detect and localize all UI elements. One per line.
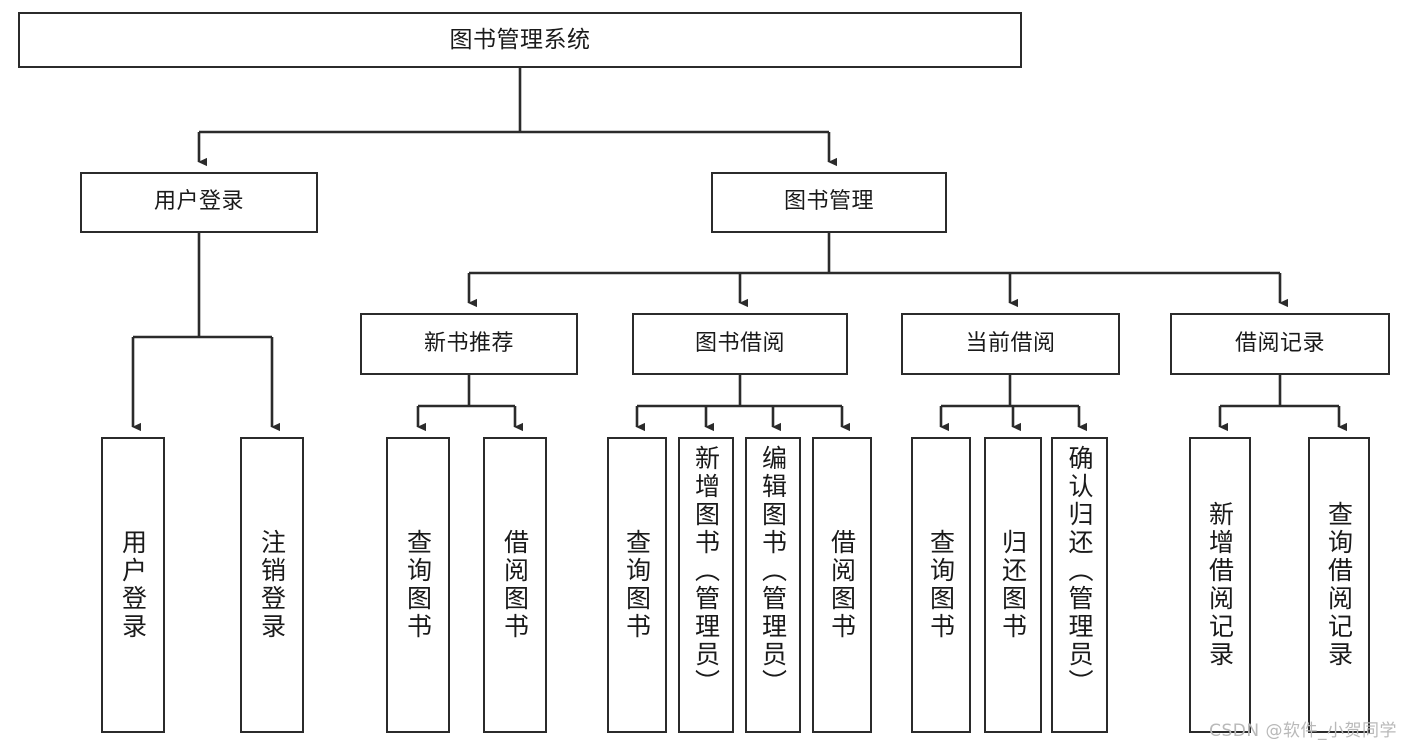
node-leaf-query-book-2[interactable]: 查询图书 bbox=[607, 437, 667, 733]
node-book-borrow[interactable]: 图书借阅 bbox=[632, 313, 848, 375]
node-borrow-record-label: 借阅记录 bbox=[1234, 330, 1325, 356]
node-leaf-user-logout[interactable]: 注销登录 bbox=[240, 437, 304, 733]
node-borrow-record[interactable]: 借阅记录 bbox=[1170, 313, 1390, 375]
node-leaf-return-book[interactable]: 归还图书 bbox=[984, 437, 1042, 733]
node-leaf-query-book-1-label: 查询图书 bbox=[403, 529, 433, 641]
node-root[interactable]: 图书管理系统 bbox=[18, 12, 1022, 68]
node-book-manage[interactable]: 图书管理 bbox=[711, 172, 947, 233]
node-current-borrow[interactable]: 当前借阅 bbox=[901, 313, 1120, 375]
node-leaf-user-login-label: 用户登录 bbox=[118, 529, 148, 641]
node-leaf-query-book-2-label: 查询图书 bbox=[622, 529, 652, 641]
node-new-book-recommend[interactable]: 新书推荐 bbox=[360, 313, 578, 375]
node-new-book-recommend-label: 新书推荐 bbox=[423, 330, 514, 356]
node-leaf-user-logout-label: 注销登录 bbox=[257, 529, 287, 641]
node-leaf-query-book-3[interactable]: 查询图书 bbox=[911, 437, 971, 733]
node-leaf-edit-book[interactable]: 编辑图书（管理员） bbox=[745, 437, 801, 733]
node-user-login[interactable]: 用户登录 bbox=[80, 172, 318, 233]
node-leaf-borrow-book-2-label: 借阅图书 bbox=[827, 529, 857, 641]
node-leaf-query-record-label: 查询借阅记录 bbox=[1324, 501, 1354, 669]
node-leaf-borrow-book-1-label: 借阅图书 bbox=[500, 529, 530, 641]
node-leaf-user-login[interactable]: 用户登录 bbox=[101, 437, 165, 733]
node-leaf-add-book-label: 新增图书（管理员） bbox=[691, 445, 721, 697]
node-leaf-add-book[interactable]: 新增图书（管理员） bbox=[678, 437, 734, 733]
node-leaf-add-record[interactable]: 新增借阅记录 bbox=[1189, 437, 1251, 733]
node-leaf-query-record[interactable]: 查询借阅记录 bbox=[1308, 437, 1370, 733]
node-leaf-return-book-label: 归还图书 bbox=[998, 529, 1028, 641]
node-leaf-confirm-return-label: 确认归还（管理员） bbox=[1065, 445, 1094, 697]
node-leaf-query-book-1[interactable]: 查询图书 bbox=[386, 437, 450, 733]
node-leaf-borrow-book-1[interactable]: 借阅图书 bbox=[483, 437, 547, 733]
node-leaf-edit-book-label: 编辑图书（管理员） bbox=[758, 445, 788, 697]
node-book-manage-label: 图书管理 bbox=[783, 189, 874, 215]
node-leaf-query-book-3-label: 查询图书 bbox=[926, 529, 956, 641]
node-leaf-add-record-label: 新增借阅记录 bbox=[1205, 501, 1235, 669]
csdn-watermark: CSDN @软件_小贺同学 bbox=[1209, 721, 1397, 741]
node-user-login-label: 用户登录 bbox=[153, 189, 244, 215]
node-leaf-borrow-book-2[interactable]: 借阅图书 bbox=[812, 437, 872, 733]
node-current-borrow-label: 当前借阅 bbox=[965, 330, 1056, 356]
node-book-borrow-label: 图书借阅 bbox=[694, 330, 785, 356]
node-root-label: 图书管理系统 bbox=[449, 26, 591, 53]
node-leaf-confirm-return[interactable]: 确认归还（管理员） bbox=[1051, 437, 1108, 733]
